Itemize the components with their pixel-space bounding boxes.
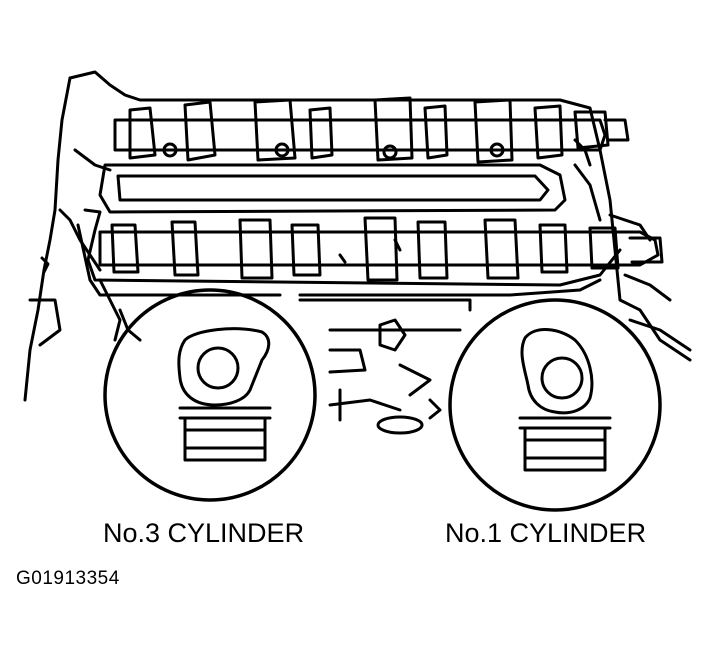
figure-code: G01913354 <box>16 568 120 589</box>
cylinder-head-outline <box>23 70 692 402</box>
cam-carrier-frame <box>76 163 622 297</box>
upper-camshaft <box>113 96 630 164</box>
engine-block-detail <box>298 298 472 435</box>
no3-cylinder-label: No.3 CYLINDER <box>103 518 305 548</box>
lower-camshaft <box>98 216 664 282</box>
cylinder-1-detail-circle <box>448 298 662 512</box>
no1-cylinder-label: No.1 CYLINDER <box>445 518 647 548</box>
cylinder-3-detail-circle <box>103 288 317 502</box>
